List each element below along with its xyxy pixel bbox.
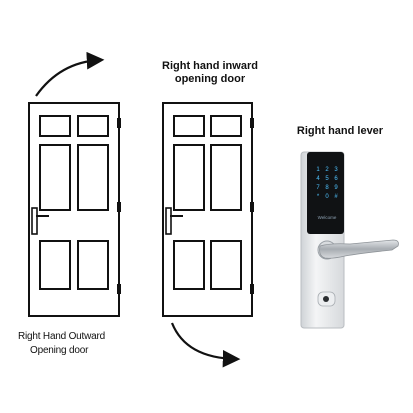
inward-door-panel: [210, 240, 242, 290]
outward-door-panel: [39, 240, 71, 290]
inward-door-hinge: [250, 202, 254, 212]
inward-door-panel: [173, 115, 205, 137]
keypad-key[interactable]: 2: [325, 167, 329, 173]
outward-door-hinge: [117, 284, 121, 294]
outward-door-panel: [39, 144, 71, 211]
outward-door-label-line2: Opening door: [30, 345, 89, 356]
lock-lever: [319, 239, 399, 259]
lock-keypad: [307, 152, 344, 234]
inward-door-handle-plate: [165, 207, 172, 235]
lever-label: Right hand lever: [296, 125, 384, 137]
keypad-key[interactable]: 6: [334, 176, 338, 182]
inward-swing-arrow: [170, 322, 241, 368]
outward-door-panel: [77, 144, 109, 211]
keypad-key[interactable]: *: [317, 194, 320, 200]
outward-swing-arrow: [35, 51, 105, 97]
outward-door-panel: [77, 115, 109, 137]
keypad-key[interactable]: 3: [334, 167, 338, 173]
inward-door-hinge: [250, 118, 254, 128]
keypad-key[interactable]: 1: [316, 167, 320, 173]
keypad-key[interactable]: 8: [325, 185, 329, 191]
outward-door-panel: [39, 115, 71, 137]
lock-brand-text: Welcome: [318, 215, 337, 220]
outward-door-label-line1: Right Hand Outward: [18, 331, 106, 342]
inward-door-panel: [173, 240, 205, 290]
inward-door-label-line1: Right hand inward: [162, 60, 258, 72]
keypad-key[interactable]: #: [334, 194, 338, 200]
outward-door: [28, 102, 121, 317]
outward-door-handle-plate: [31, 207, 38, 235]
inward-door-panel: [210, 115, 242, 137]
keyhole-icon: [323, 296, 329, 302]
inward-door: [162, 102, 254, 317]
outward-door-hinge: [117, 118, 121, 128]
keypad-key[interactable]: 9: [334, 185, 338, 191]
keypad-key[interactable]: 0: [325, 194, 329, 200]
keypad-key[interactable]: 5: [325, 176, 329, 182]
keypad-key[interactable]: 4: [316, 176, 320, 182]
keypad-key[interactable]: 7: [316, 185, 320, 191]
inward-door-panel: [210, 144, 242, 211]
inward-door-hinge: [250, 284, 254, 294]
outward-door-hinge: [117, 202, 121, 212]
outward-door-panel: [77, 240, 109, 290]
inward-door-label-line2: opening door: [174, 73, 246, 85]
inward-door-panel: [173, 144, 205, 211]
